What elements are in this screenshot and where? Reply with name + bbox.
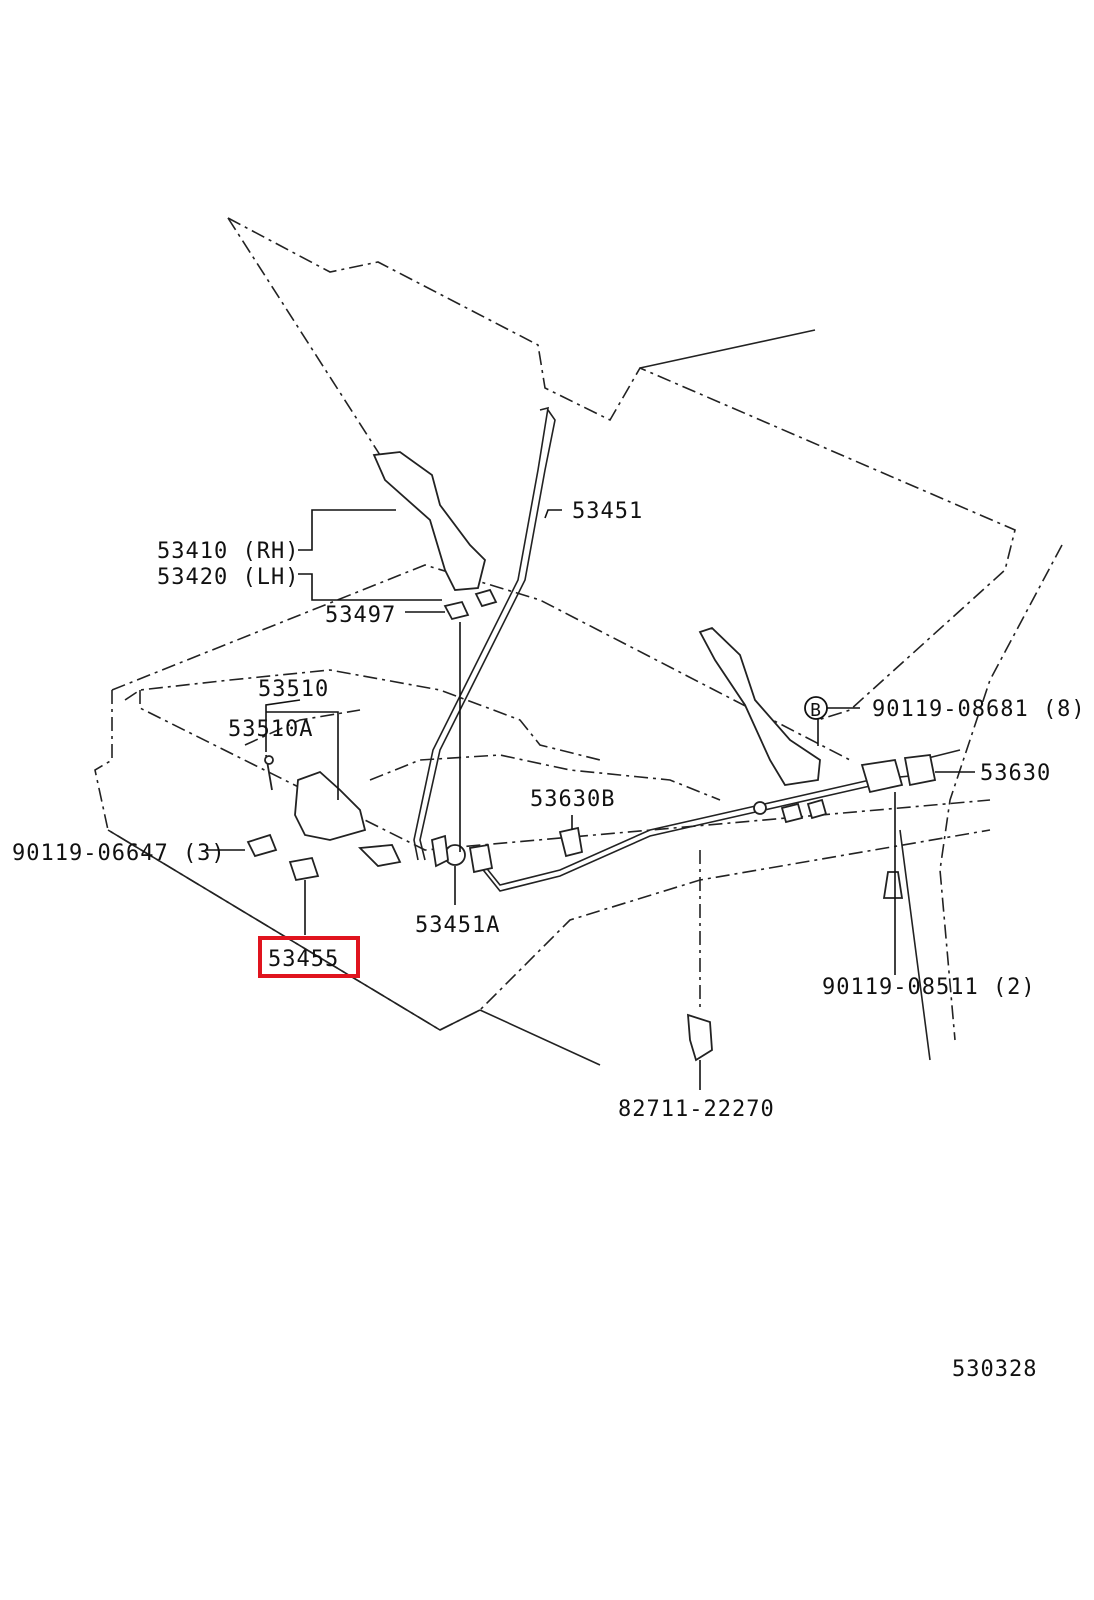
bolt-marker-circle (804, 696, 828, 720)
body-top-line (639, 329, 816, 369)
hood-release-handle (903, 754, 937, 787)
label-53630b[interactable]: 53630B (530, 787, 615, 812)
cable-grommet (753, 801, 767, 815)
lower-edge (107, 829, 481, 1031)
highlight-box-53455 (258, 936, 360, 978)
bolt-marker-label: B (810, 700, 822, 721)
label-53451[interactable]: 53451 (572, 499, 643, 524)
label-53455[interactable]: 53455 (268, 947, 339, 972)
label-53630[interactable]: 53630 (980, 761, 1051, 786)
label-53410-rh[interactable]: 53410 (RH) (157, 539, 299, 564)
latch-clip (358, 844, 402, 867)
screw-90119-08511 (882, 871, 904, 899)
hinge-plate-53497-b (474, 588, 498, 608)
rod-holder-bracket (430, 834, 449, 868)
label-82711-22270[interactable]: 82711-22270 (618, 1097, 775, 1122)
hood-left-edge (227, 217, 381, 456)
fender-right (939, 544, 1063, 1041)
hinge-plate-53497-a (443, 600, 470, 621)
leader-lines (205, 509, 975, 1090)
latch-catch-53455 (288, 856, 320, 882)
hood-release-lever (860, 758, 904, 794)
hood-hinge-lh (698, 626, 821, 786)
label-90119-08511[interactable]: 90119-08511 (2) (822, 975, 1036, 1000)
label-90119-06647[interactable]: 90119-06647 (3) (12, 841, 226, 866)
hood-support-rod-inner (413, 406, 549, 861)
hood-hinge-rh (372, 451, 486, 591)
radiator-support (139, 690, 991, 851)
body-front-panel (111, 564, 851, 761)
latch-spring-coil (264, 755, 274, 765)
label-53510[interactable]: 53510 (258, 677, 329, 702)
diagram-id: 530328 (952, 1357, 1037, 1382)
label-53497[interactable]: 53497 (325, 603, 396, 628)
cable-clip-a (780, 802, 804, 824)
bumper-outline (124, 669, 601, 761)
cable-clip-b (806, 798, 828, 820)
lower-panel (439, 829, 991, 1031)
label-90119-08681[interactable]: 90119-08681 (8) (872, 697, 1086, 722)
label-53451a[interactable]: 53451A (415, 913, 500, 938)
inner-recess (244, 709, 721, 801)
label-53420-lh[interactable]: 53420 (LH) (157, 565, 299, 590)
cable-end-fitting (468, 843, 494, 874)
latch-bolt (246, 833, 278, 858)
label-53510a[interactable]: 53510A (228, 717, 313, 742)
cable-clamp-53630b (558, 826, 584, 858)
hood-latch-body (294, 770, 367, 841)
hood-release-cable-inner (479, 785, 871, 892)
wire-clamp-82711 (686, 1013, 713, 1062)
hood-panel-outline (227, 217, 1016, 721)
hood-support-rod (419, 409, 556, 861)
